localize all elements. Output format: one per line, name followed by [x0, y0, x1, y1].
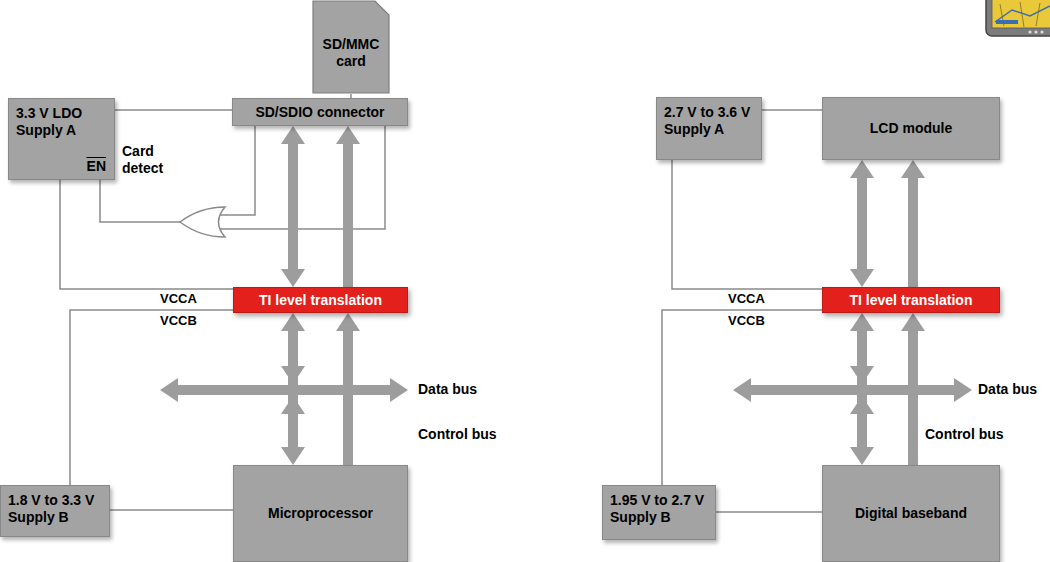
bus-name: Control bus	[418, 426, 497, 443]
sd-card: SD/MMC card	[312, 0, 390, 94]
signal-name: Card detect	[122, 143, 180, 177]
pin-name: VCCB	[728, 313, 765, 328]
bus-name: Control bus	[925, 426, 1004, 443]
bus-name: Data bus	[418, 381, 477, 398]
node-label: SD/SDIO connector	[255, 104, 384, 121]
power-line	[115, 109, 232, 111]
bus-arrow	[343, 144, 353, 287]
bus-name: Data bus	[978, 381, 1037, 398]
supply-box: 1.95 V to 2.7 V Supply B	[602, 485, 716, 540]
card-detect-wire	[220, 126, 385, 229]
node-label: TI level translation	[850, 292, 973, 309]
node-label: LCD module	[870, 120, 952, 137]
ldo-supply-box: 3.3 V LDO Supply A EN	[8, 98, 115, 180]
bus-arrow	[288, 331, 298, 447]
pin-name: VCCB	[160, 313, 197, 328]
bus-arrow	[908, 178, 918, 287]
bus-arrow	[908, 331, 918, 465]
node-label: 3.3 V LDO Supply A	[16, 105, 107, 139]
level-translator-box: TI level translation	[233, 287, 408, 313]
supply-box: 2.7 V to 3.6 V Supply A	[656, 97, 762, 160]
bus-arrow	[288, 144, 298, 269]
node-label: Digital baseband	[855, 505, 967, 522]
supply-box: 1.8 V to 3.3 V Supply B	[0, 485, 110, 537]
data-bus-arrow	[178, 385, 390, 395]
bus-arrow	[343, 331, 353, 465]
node-label: TI level translation	[259, 292, 382, 309]
processor-box: Microprocessor	[233, 465, 408, 562]
power-line	[762, 109, 822, 111]
baseband-box: Digital baseband	[822, 465, 1000, 562]
node-label: 1.8 V to 3.3 V Supply B	[8, 492, 102, 526]
power-line	[110, 509, 233, 511]
lcd-box: LCD module	[822, 97, 1000, 160]
power-line	[716, 511, 822, 513]
enable-wire	[100, 180, 180, 222]
data-bus-arrow	[751, 385, 954, 395]
node-label: 2.7 V to 3.6 V Supply A	[664, 104, 754, 138]
or-gate-symbol	[180, 207, 225, 237]
pin-name: VCCA	[160, 291, 197, 306]
node-label: Microprocessor	[268, 505, 373, 522]
power-line	[60, 180, 233, 289]
connector-box: SD/SDIO connector	[232, 98, 408, 126]
power-line	[662, 310, 822, 485]
device-picture	[986, 0, 1050, 36]
node-label: SD/MMC card	[318, 36, 384, 70]
bus-arrow	[857, 178, 867, 269]
power-line	[672, 160, 822, 289]
power-line	[70, 310, 233, 485]
card-shape	[313, 1, 389, 93]
level-translator-box: TI level translation	[822, 287, 1000, 313]
node-label: 1.95 V to 2.7 V Supply B	[610, 492, 708, 526]
card-detect-wire	[220, 126, 255, 215]
bus-arrow	[857, 331, 867, 447]
pin-name: VCCA	[728, 291, 765, 306]
pin-name: EN	[87, 158, 106, 175]
